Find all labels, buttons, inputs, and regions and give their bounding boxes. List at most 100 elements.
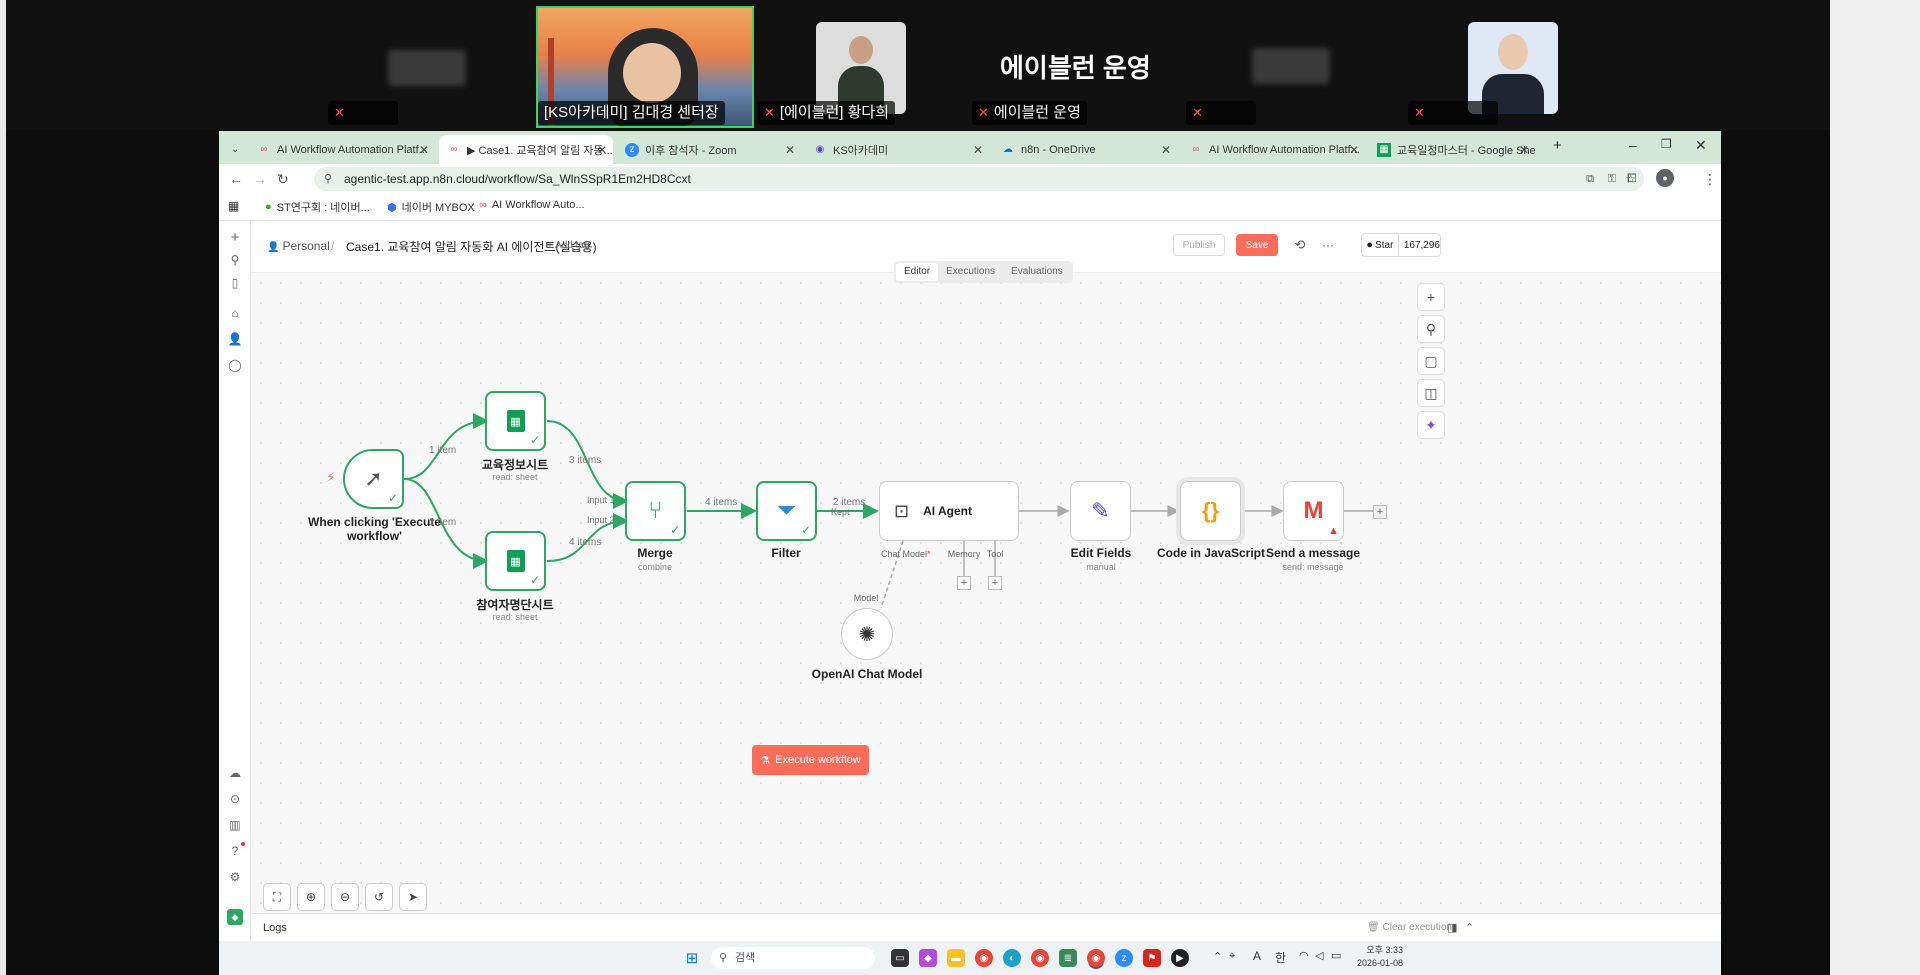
file-explorer-icon[interactable]: ▬ bbox=[947, 949, 965, 967]
tab-editor[interactable]: Editor bbox=[896, 263, 939, 281]
browser-menu-icon[interactable]: ⋮ bbox=[1703, 171, 1717, 187]
back-button[interactable]: ← bbox=[229, 171, 243, 187]
new-tab-button[interactable]: + bbox=[1553, 137, 1562, 154]
search-nodes-icon[interactable]: ⚲ bbox=[1417, 315, 1445, 343]
node-code[interactable]: {} bbox=[1180, 481, 1241, 541]
acrobat-icon[interactable]: ⚑ bbox=[1143, 949, 1161, 967]
chrome-icon[interactable]: ◉ bbox=[975, 949, 993, 967]
tab-search-button[interactable]: ⌄ bbox=[231, 144, 240, 155]
tray-chevron-icon[interactable]: ⌃ bbox=[1213, 951, 1223, 963]
zoom-app-icon[interactable]: z bbox=[1115, 949, 1133, 967]
tab-active[interactable]: ∞▶ Case1. 교육참여 알림 자동...✕ bbox=[439, 135, 613, 164]
node-merge[interactable]: ⑂✓ bbox=[625, 481, 686, 541]
cloud-icon[interactable]: ☁ bbox=[229, 766, 241, 780]
chevron-up-icon[interactable]: ⌃ bbox=[1465, 922, 1475, 934]
close-tab-icon[interactable]: ✕ bbox=[784, 142, 795, 157]
history-icon[interactable]: ⟲ bbox=[1294, 237, 1306, 252]
copilot-icon[interactable]: ◆ bbox=[919, 949, 937, 967]
edge-icon[interactable]: ◐ bbox=[1003, 949, 1021, 967]
add-icon[interactable]: + bbox=[230, 228, 240, 246]
more-options-button[interactable]: ··· bbox=[1322, 238, 1334, 252]
apps-grid-icon[interactable]: ▦ bbox=[228, 199, 240, 213]
add-next-node-button[interactable]: + bbox=[1373, 505, 1387, 519]
chat-icon[interactable]: ◯ bbox=[228, 358, 242, 372]
node-sheet2[interactable]: ▦✓ bbox=[485, 531, 546, 591]
chrome-active-icon[interactable]: ◉ bbox=[1087, 949, 1105, 967]
wifi-icon[interactable]: ◠ bbox=[1299, 950, 1309, 962]
node-gmail[interactable]: M ▲ bbox=[1283, 481, 1344, 541]
close-tab-icon[interactable]: ✕ bbox=[972, 142, 983, 157]
workflow-title[interactable]: Case1. 교육참여 알림 자동화 AI 에이전트(실습용) bbox=[346, 240, 597, 254]
node-manual-trigger[interactable]: ➚✓ bbox=[343, 449, 404, 509]
bookmark[interactable]: ⬢네이버 MYBOX bbox=[387, 201, 475, 215]
node-filter[interactable]: ⏷✓ bbox=[756, 481, 817, 541]
insights-chart-icon[interactable]: ▥ bbox=[229, 818, 241, 832]
forward-button[interactable]: → bbox=[253, 171, 267, 187]
logs-label[interactable]: Logs bbox=[263, 922, 287, 934]
save-button[interactable]: Save bbox=[1236, 234, 1278, 256]
tidy-up-button[interactable]: ➤ bbox=[399, 883, 427, 911]
project-breadcrumb[interactable]: 👤Personal bbox=[267, 239, 330, 253]
close-tab-icon[interactable]: ✕ bbox=[1348, 142, 1359, 157]
tray-app-icon[interactable]: ⌖ bbox=[1229, 950, 1236, 962]
templates-icon[interactable]: ⊙ bbox=[229, 792, 241, 806]
undo-button[interactable]: ↺ bbox=[365, 883, 393, 911]
close-tab-icon[interactable]: ✕ bbox=[1518, 142, 1529, 157]
profile-avatar[interactable]: ● bbox=[1656, 169, 1674, 187]
bookmark[interactable]: ●ST연구회 : 네이버... bbox=[265, 201, 370, 214]
battery-icon[interactable]: ▭ bbox=[1331, 950, 1342, 962]
node-ai-agent[interactable]: ⊡ AI Agent bbox=[879, 481, 1019, 541]
media-player-icon[interactable]: ▶ bbox=[1171, 949, 1189, 967]
workflow-canvas[interactable]: + ⚲ ▢ ◫ ✦ ⚡ ➚✓ When clicking 'Execute wo… bbox=[251, 273, 1721, 913]
node-sheet1[interactable]: ▦✓ bbox=[485, 391, 546, 451]
restore-button[interactable]: ❐ bbox=[1661, 137, 1672, 151]
tab[interactable]: ▦교육일정마스터 - Google Shee...✕ bbox=[1369, 135, 1535, 164]
search-icon[interactable]: ⚲ bbox=[230, 253, 240, 267]
add-tag-button[interactable]: + Add tag bbox=[547, 240, 590, 251]
ai-assistant-sparkle-icon[interactable]: ✦ bbox=[1417, 411, 1445, 439]
task-view-icon[interactable]: ▭ bbox=[891, 949, 909, 967]
close-tab-icon[interactable]: ✕ bbox=[596, 142, 607, 157]
close-window-button[interactable]: ✕ bbox=[1695, 137, 1707, 153]
bookmark-star-icon[interactable]: ☆ bbox=[1625, 172, 1636, 186]
windows-start-icon[interactable]: ⊞ bbox=[685, 950, 699, 967]
chrome-profile-icon[interactable]: ◉ bbox=[1031, 949, 1049, 967]
extensions-icon[interactable]: ⧠ bbox=[1627, 171, 1637, 185]
close-tab-icon[interactable]: ✕ bbox=[418, 142, 429, 157]
publish-button[interactable]: Publish bbox=[1173, 234, 1225, 256]
panel-toggle-icon[interactable]: ◫ bbox=[1417, 379, 1445, 407]
reload-button[interactable]: ↻ bbox=[277, 171, 289, 187]
github-star-button[interactable]: ●Star 167,296 bbox=[1361, 233, 1441, 257]
tab[interactable]: ◉KS아카데미✕ bbox=[805, 135, 989, 164]
collapse-sidebar-icon[interactable]: ▯ bbox=[231, 276, 239, 290]
tab-evaluations[interactable]: Evaluations bbox=[1011, 266, 1063, 277]
sticky-note-icon[interactable]: ▢ bbox=[1417, 347, 1445, 375]
workspace-avatar[interactable]: ◆ bbox=[227, 909, 243, 925]
clear-execution-button[interactable]: 🗑 Clear execution bbox=[1367, 922, 1452, 933]
translate-icon[interactable]: ⧉ bbox=[1586, 173, 1594, 185]
close-tab-icon[interactable]: ✕ bbox=[1160, 142, 1171, 157]
ime-language[interactable]: 한 bbox=[1275, 951, 1287, 965]
add-memory-button[interactable]: + bbox=[957, 576, 971, 590]
ime-mode[interactable]: A bbox=[1253, 949, 1262, 963]
bookmark[interactable]: ∞AI Workflow Auto... bbox=[479, 199, 585, 211]
user-icon[interactable]: 👤 bbox=[227, 332, 243, 346]
zoom-in-button[interactable]: ⊕ bbox=[297, 883, 325, 911]
volume-icon[interactable]: ◁ bbox=[1315, 950, 1324, 962]
execute-workflow-button[interactable]: ⚗Execute workflow bbox=[752, 745, 869, 775]
tab-executions[interactable]: Executions bbox=[946, 266, 996, 277]
url-bar[interactable]: ⚲agentic-test.app.n8n.cloud/workflow/Sa_… bbox=[314, 167, 1644, 191]
node-openai-chat-model[interactable]: ✺ bbox=[841, 608, 893, 660]
add-tool-button[interactable]: + bbox=[988, 576, 1002, 590]
tab[interactable]: ☁n8n - OneDrive✕ bbox=[1003, 142, 1171, 157]
add-node-button[interactable]: + bbox=[1417, 283, 1445, 311]
notepad-icon[interactable]: ≣ bbox=[1059, 949, 1077, 967]
password-key-icon[interactable]: ⚿ bbox=[1607, 173, 1616, 185]
settings-gear-icon[interactable]: ⚙ bbox=[229, 870, 241, 884]
taskbar-search[interactable]: ⚲검색 bbox=[711, 947, 875, 969]
tab[interactable]: ∞AI Workflow Automation Platf...✕ bbox=[249, 135, 435, 164]
home-icon[interactable]: ⌂ bbox=[231, 306, 239, 320]
help-icon[interactable]: ? bbox=[227, 842, 245, 859]
